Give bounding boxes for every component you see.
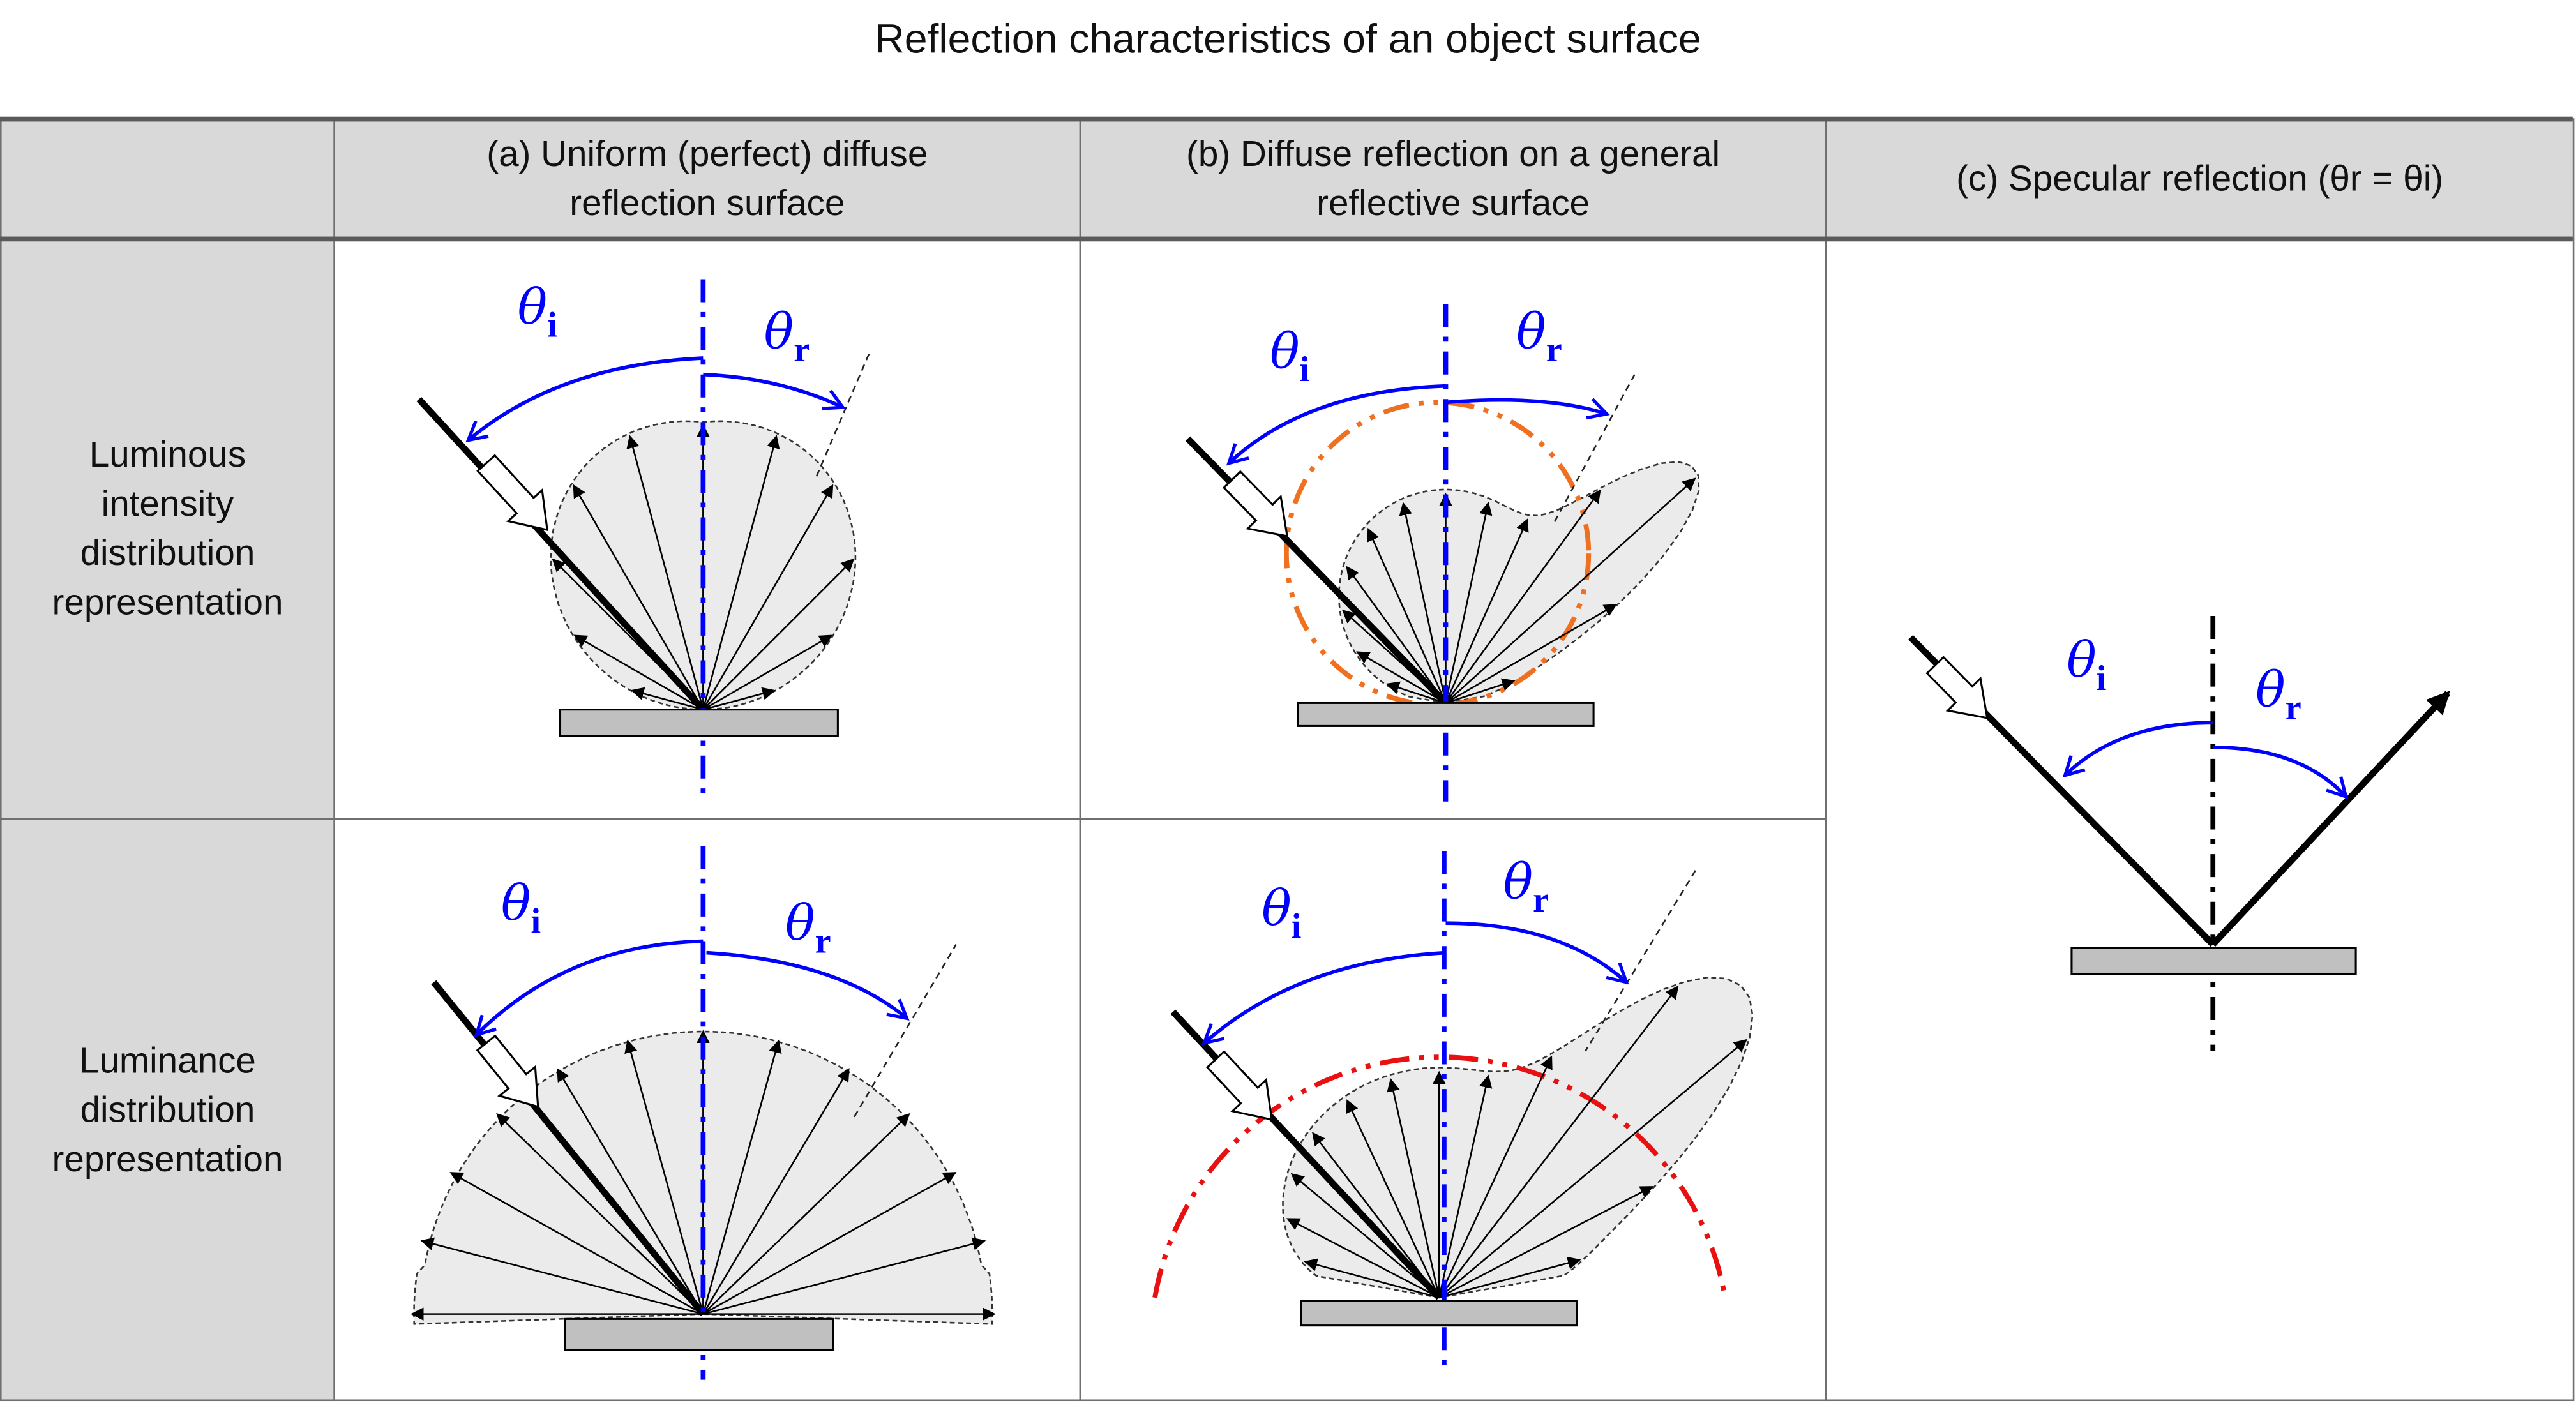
theta-r-label-a-top: θr [764, 303, 810, 370]
reflected-ray-arrow [1438, 1256, 1581, 1299]
corner-header-cell [0, 118, 335, 240]
reflected-ray-arrow [702, 558, 855, 710]
incident-ray [431, 980, 706, 1316]
reflection-direction-line [1551, 374, 1636, 527]
theta-i-arc-arrow [1229, 384, 1446, 463]
reflected-ray-arrow [557, 1068, 704, 1315]
theta-labels: θi θr θi θr θi θr θi θr θi θr [501, 278, 2301, 961]
theta-r-arc-arrow [1445, 400, 1607, 414]
reflected-ray-arrow [1304, 1258, 1440, 1299]
reflected-ray-arrow [1356, 651, 1447, 704]
reflected-ray-arrow [1367, 527, 1447, 703]
reflected-ray-arrow [702, 1068, 850, 1315]
theta-r-arc-arrow [706, 950, 907, 1019]
reflected-ray-arrow [1399, 502, 1447, 703]
table-top-border [0, 116, 2573, 122]
theta-r-label-b-top: θr [1516, 303, 1562, 370]
reflected-ray-arrow [420, 1237, 704, 1315]
theta-r-arc-arrow [703, 372, 843, 407]
reflective-surface [1300, 1300, 1578, 1327]
reflected-ray-arrow [702, 1039, 782, 1314]
reflected-ray-arrow [1445, 604, 1618, 704]
theta-i-label-c: θi [2067, 631, 2106, 698]
reflected-ray-arrow [1438, 1074, 1493, 1298]
reflected-ray-arrow [1445, 678, 1516, 704]
reflected-ray-arrow [449, 1172, 704, 1315]
theta-r-label-a-bottom: θr [785, 894, 831, 961]
reflected-ray-arrow [573, 634, 704, 710]
reflected-ray-arrow [1445, 477, 1696, 704]
reflected-ray-arrow [1286, 1218, 1440, 1299]
theta-r-label-b-bottom: θr [1503, 853, 1549, 920]
reflected-ray-arrow [702, 1113, 910, 1315]
reflected-ray-arrow [1438, 1186, 1654, 1299]
column-header-b: (b) Diffuse reflection on a general refl… [1079, 118, 1827, 240]
reflective-surface [2070, 947, 2357, 975]
reflected-ray-arrow [1438, 1039, 1747, 1298]
reflective-surface [564, 1317, 834, 1351]
column-header-c: (c) Specular reflection (θr = θi) [1825, 118, 2575, 240]
reflected-ray-arrow [1290, 1173, 1440, 1298]
theta-i-arc-arrow [468, 356, 704, 440]
theta-r-arc-arrow [1445, 921, 1627, 982]
reflected-ray-arrow [702, 435, 780, 710]
specular-reflected-ray [2210, 691, 2450, 947]
reflection-direction-line [815, 349, 872, 477]
row-label-luminance: Luminance distribution representation [0, 818, 335, 1402]
reflection-direction-line [1585, 870, 1696, 1052]
theta-i-label-a-bottom: θi [501, 874, 541, 942]
reflected-ray-arrow [1445, 489, 1601, 704]
theta-r-label-c: θr [2256, 661, 2301, 728]
lambertian-reference-arc [1152, 1054, 1728, 1298]
reflected-ray-arrow [573, 484, 704, 710]
reflective-surface [1297, 702, 1595, 727]
theta-i-arc-arrow [476, 939, 704, 1035]
header-bottom-border [0, 236, 2573, 242]
incident-light-arrow-icon [1222, 470, 1289, 537]
incident-light-arrow-icon [1925, 656, 1989, 719]
reflected-ray-arrow [703, 687, 776, 710]
reflected-ray-arrow [1445, 518, 1529, 703]
reflected-ray-arrow [703, 1237, 986, 1315]
incident-light-arrow-icon [476, 454, 548, 532]
reflected-ray-arrow [702, 1172, 957, 1315]
theta-i-label-a-top: θi [518, 278, 557, 345]
theta-r-arc-arrow [2213, 746, 2346, 797]
reflected-ray-arrow [496, 1113, 704, 1315]
reflected-ray-arrow [630, 687, 704, 710]
reflected-ray-arrow [1346, 1099, 1440, 1298]
reflected-ray-arrow [1438, 985, 1679, 1298]
incident-light-arrow-icon [1205, 1050, 1273, 1121]
intensity-lobe-b [1337, 461, 1700, 704]
reflected-ray-arrow [702, 484, 834, 710]
theta-i-label-b-bottom: θi [1262, 880, 1301, 947]
figure-title: Reflection characteristics of an object … [875, 16, 1701, 63]
theta-i-arc-arrow [1204, 950, 1446, 1044]
incident-light-arrow-icon [476, 1034, 539, 1108]
reflected-ray-arrow [702, 634, 833, 710]
reflected-ray-arrow [1387, 1078, 1440, 1298]
theta-i-arc-arrow [2065, 721, 2213, 775]
reflected-ray-arrow [1346, 566, 1447, 704]
theta-i-label-b-top: θi [1270, 322, 1309, 389]
reflected-ray-arrow [1445, 501, 1493, 703]
reflected-ray-arrow [1386, 681, 1446, 704]
reflected-ray-arrow [626, 435, 704, 710]
reflected-ray-arrow [1438, 1055, 1553, 1298]
reflected-ray-arrow [624, 1039, 704, 1314]
reflection-direction-line [854, 943, 957, 1118]
reflective-surface [559, 709, 839, 737]
luminance-lobe-b [1282, 976, 1754, 1299]
incident-ray [416, 396, 706, 712]
